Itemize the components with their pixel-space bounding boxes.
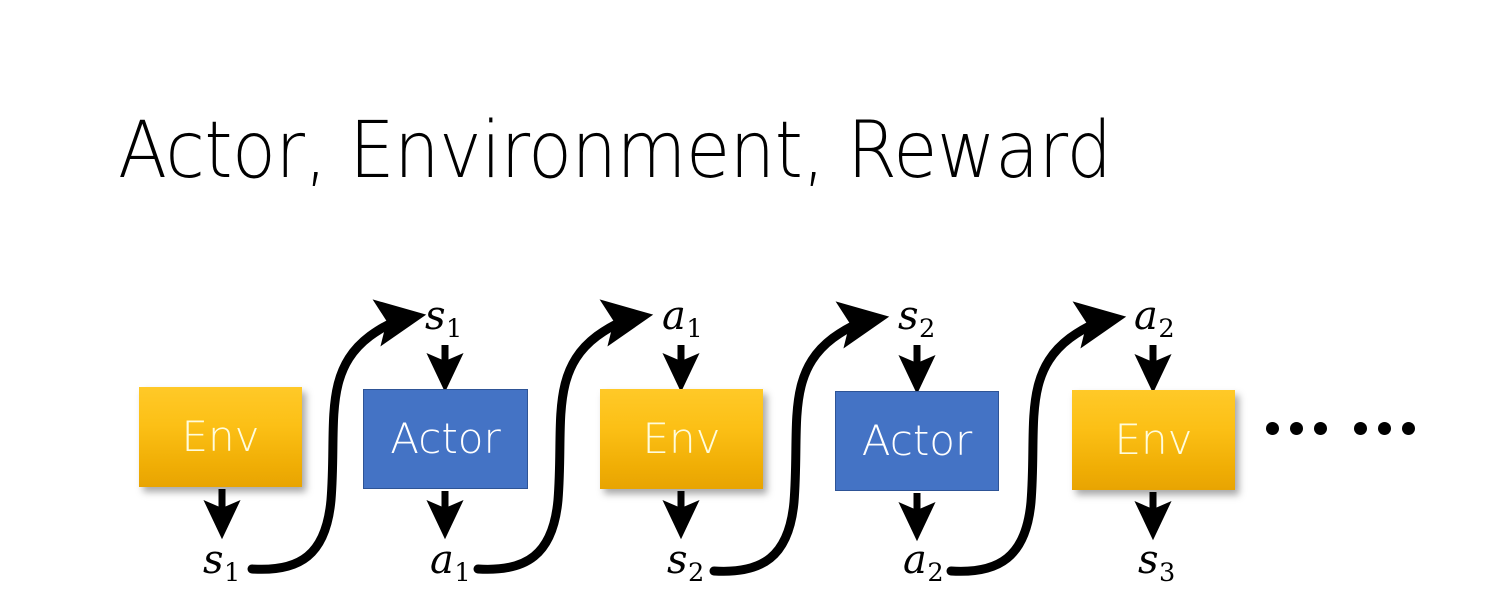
node-actor-1[interactable]: Actor bbox=[363, 389, 528, 489]
label-subscript: 2 bbox=[688, 557, 705, 588]
node-actor-2[interactable]: Actor bbox=[835, 391, 999, 491]
ellipsis-icon bbox=[1266, 418, 1415, 438]
label-base: a bbox=[1134, 293, 1158, 339]
ellipsis-dot bbox=[1402, 421, 1415, 435]
ellipsis-dot bbox=[1266, 421, 1279, 435]
node-label: Actor bbox=[861, 416, 973, 465]
label-base: a bbox=[430, 537, 454, 583]
label-base: s bbox=[203, 537, 224, 583]
label-base: s bbox=[1138, 537, 1159, 583]
label-top-s2: s2 bbox=[898, 296, 935, 342]
label-bottom-a1: a1 bbox=[430, 540, 471, 586]
ellipsis-dot bbox=[1290, 421, 1303, 435]
label-subscript: 2 bbox=[919, 313, 936, 344]
label-base: s bbox=[898, 293, 919, 339]
label-base: s bbox=[425, 293, 446, 339]
label-base: a bbox=[662, 293, 686, 339]
label-subscript: 2 bbox=[927, 557, 944, 588]
label-base: s bbox=[667, 537, 688, 583]
node-env-3[interactable]: Env bbox=[1072, 390, 1235, 490]
label-bottom-a2: a2 bbox=[903, 540, 944, 586]
ellipsis-dot bbox=[1354, 421, 1367, 435]
page-title: Actor, Environment, Reward bbox=[118, 106, 1112, 196]
label-top-a2: a2 bbox=[1134, 296, 1175, 342]
label-subscript: 2 bbox=[1158, 313, 1175, 344]
label-bottom-s1: s1 bbox=[203, 540, 240, 586]
label-bottom-s3: s3 bbox=[1138, 540, 1175, 586]
node-label: Actor bbox=[390, 414, 501, 463]
ellipsis-dot bbox=[1314, 421, 1327, 435]
label-subscript: 1 bbox=[446, 313, 463, 344]
label-subscript: 1 bbox=[686, 313, 703, 344]
label-top-a1: a1 bbox=[662, 296, 703, 342]
ellipsis-gap bbox=[1338, 428, 1343, 429]
label-top-s1: s1 bbox=[425, 296, 462, 342]
node-label: Env bbox=[181, 412, 260, 461]
ellipsis-dot bbox=[1378, 421, 1391, 435]
node-env-2[interactable]: Env bbox=[600, 389, 763, 489]
label-base: a bbox=[903, 537, 927, 583]
label-subscript: 3 bbox=[1159, 557, 1176, 588]
node-label: Env bbox=[642, 414, 721, 463]
label-subscript: 1 bbox=[454, 557, 471, 588]
node-env-1[interactable]: Env bbox=[139, 387, 302, 487]
label-subscript: 1 bbox=[224, 557, 241, 588]
label-bottom-s2: s2 bbox=[667, 540, 704, 586]
node-label: Env bbox=[1114, 415, 1193, 464]
